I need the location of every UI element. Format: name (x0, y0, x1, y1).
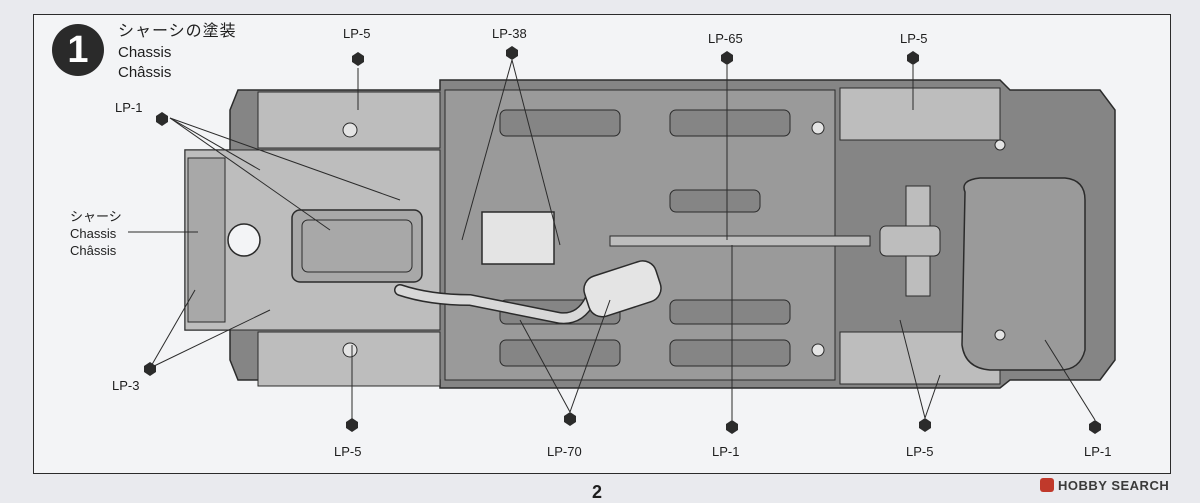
chassis-callout: シャーシ Chassis Châssis (70, 208, 122, 259)
label-lp3-left: LP-3 (112, 378, 140, 393)
watermark-text: HOBBY SEARCH (1058, 478, 1170, 493)
step-number-badge: 1 (52, 24, 104, 76)
fuel-tank (961, 177, 1086, 371)
chassis-callout-jp: シャーシ (70, 209, 122, 224)
step-title: シャーシの塗装 Chassis Châssis (118, 22, 237, 83)
mounting-screws (342, 121, 1006, 358)
chassis-hole (227, 223, 261, 257)
transmission (481, 211, 555, 265)
rear-wheel-well-bottom (839, 331, 1001, 385)
watermark: HOBBY SEARCH (1040, 478, 1169, 493)
catalytic-converter (583, 260, 662, 318)
leader-lines (128, 59, 1096, 421)
oil-pan (291, 209, 423, 283)
front-crossmember (187, 157, 226, 323)
label-lp38-top: LP-38 (492, 26, 527, 41)
front-wheel-well-bottom (257, 331, 441, 387)
rear-wheel-well-top (839, 87, 1001, 141)
label-lp5-top-left: LP-5 (343, 26, 371, 41)
label-lp1-right: LP-1 (1084, 444, 1112, 459)
front-wheel-well-top (257, 91, 441, 149)
step-title-jp: シャーシの塗装 (118, 23, 237, 40)
label-lp70-bottom: LP-70 (547, 444, 582, 459)
chassis-callout-en: Chassis (70, 226, 117, 241)
page-number: 2 (592, 482, 603, 502)
label-lp5-bottom-right: LP-5 (906, 444, 934, 459)
hobby-search-logo-icon (1040, 478, 1054, 492)
step-title-en: Chassis (118, 44, 172, 61)
paint-markers (144, 46, 1101, 434)
step-title-fr: Châssis (118, 64, 172, 81)
chassis-callout-fr: Châssis (70, 243, 117, 258)
driveshaft (609, 235, 871, 247)
label-lp5-top-right: LP-5 (900, 31, 928, 46)
label-lp1-bottom: LP-1 (712, 444, 740, 459)
label-lp65-top: LP-65 (708, 31, 743, 46)
differential (879, 225, 941, 257)
label-lp5-bottom-left: LP-5 (334, 444, 362, 459)
label-lp1-left: LP-1 (115, 100, 143, 115)
